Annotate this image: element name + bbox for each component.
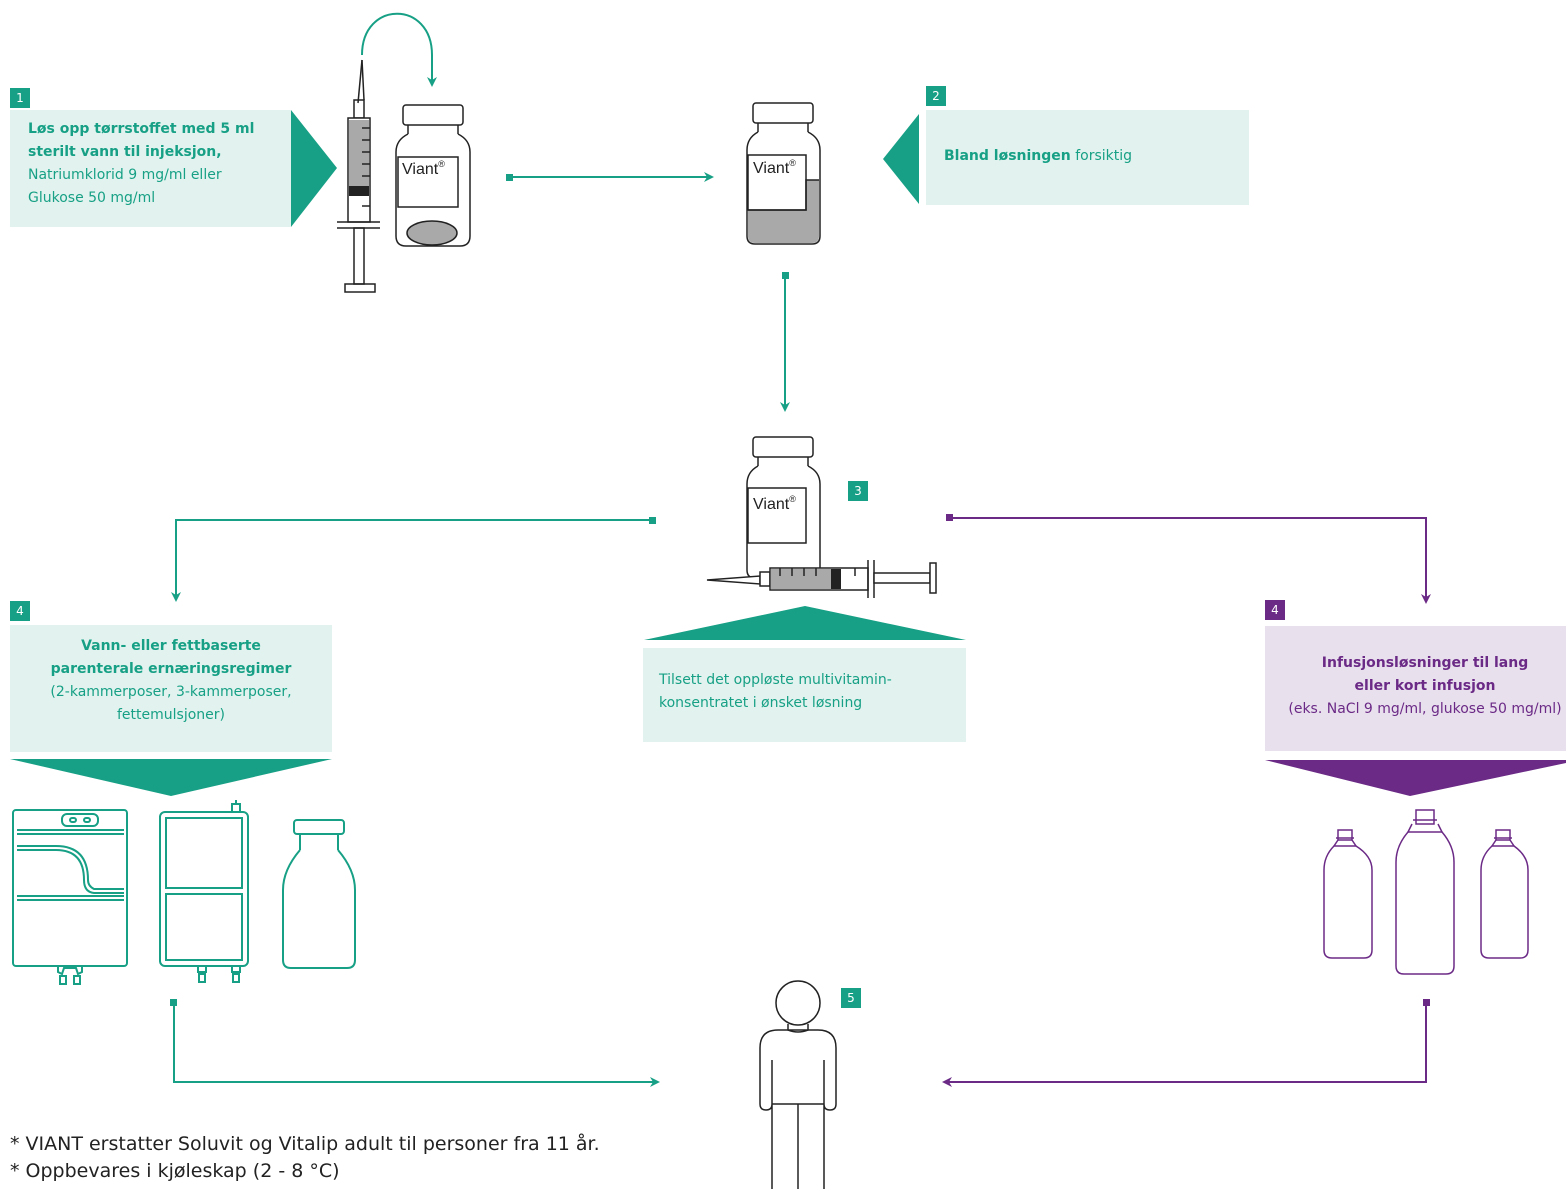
- step4b-box: Infusjonsløsninger til lang eller kort i…: [1265, 626, 1566, 751]
- step1-pointer: [291, 110, 337, 227]
- patient-icon: [759, 980, 837, 1189]
- step4a-line2: parenterale ernæringsregimer: [50, 661, 292, 677]
- vial-powder-icon: [395, 104, 471, 247]
- step4a-line1: Vann- eller fettbaserte: [81, 638, 261, 654]
- arrow-4b-to-5: [942, 1002, 1427, 1087]
- syringe-horizontal-icon: [706, 560, 937, 598]
- footnote-1: * VIANT erstatter Soluvit og Vitalip adu…: [10, 1133, 600, 1155]
- step4b-pointer: [1265, 760, 1566, 796]
- vial2-label: Viant®: [753, 158, 796, 177]
- step4a-box: Vann- eller fettbaserte parenterale ernæ…: [10, 625, 332, 752]
- arrow-3-to-4b: [950, 517, 1431, 604]
- two-chamber-bag-icon: [159, 800, 249, 983]
- vial1-label: Viant®: [402, 159, 445, 178]
- step3-pointer: [644, 606, 966, 640]
- arrow-3-to-4a: [171, 519, 652, 602]
- vial-mixed-icon: [746, 436, 821, 579]
- step1-line3: Natriumklorid 9 mg/ml eller: [28, 167, 222, 183]
- arrow-4a-to-5: [173, 1002, 660, 1087]
- step3-box: Tilsett det oppløste multivitamin- konse…: [643, 648, 966, 742]
- step2-box: Bland løsningen forsiktig: [926, 110, 1249, 205]
- step1-box: Løs opp tørrstoffet med 5 ml sterilt van…: [10, 110, 291, 227]
- step2-bold-text: Bland løsningen: [944, 148, 1071, 164]
- step1-line2: sterilt vann til injeksjon,: [28, 144, 222, 160]
- step1-line4: Glukose 50 mg/ml: [28, 190, 156, 206]
- emulsion-bottle-icon: [282, 819, 356, 969]
- step4a-pointer: [10, 759, 332, 796]
- step1-badge: 1: [10, 88, 30, 108]
- step5-badge: 5: [841, 988, 861, 1008]
- infusion-bottles-icon: [1323, 809, 1529, 975]
- step3-badge: 3: [848, 481, 868, 501]
- step3-line2: konsentratet i ønsket løsning: [659, 695, 863, 711]
- step4a-badge: 4: [10, 601, 30, 621]
- transfer-curve-arrow: [361, 12, 437, 87]
- step4b-badge: 4: [1265, 600, 1285, 620]
- vial3-label: Viant®: [753, 494, 796, 513]
- step3-line1: Tilsett det oppløste multivitamin-: [659, 672, 892, 688]
- step4b-line2: eller kort infusjon: [1354, 678, 1496, 694]
- step4a-line4: fettemulsjoner): [117, 707, 225, 723]
- syringe-vertical-icon: [337, 59, 380, 293]
- step4a-line3: (2-kammerposer, 3-kammerposer,: [50, 684, 292, 700]
- step4b-line1: Infusjonsløsninger til lang: [1321, 655, 1529, 671]
- three-chamber-bag-icon: [12, 809, 128, 985]
- step1-line1: Løs opp tørrstoffet med 5 ml: [28, 121, 255, 137]
- step4b-line3: (eks. NaCl 9 mg/ml, glukose 50 mg/ml): [1288, 701, 1562, 717]
- vial-liquid-icon: [746, 102, 821, 245]
- step2-badge: 2: [926, 86, 946, 106]
- step2-pointer: [883, 114, 919, 204]
- step2-text: forsiktig: [1070, 148, 1133, 164]
- footnote-2: * Oppbevares i kjøleskap (2 - 8 °C): [10, 1160, 340, 1182]
